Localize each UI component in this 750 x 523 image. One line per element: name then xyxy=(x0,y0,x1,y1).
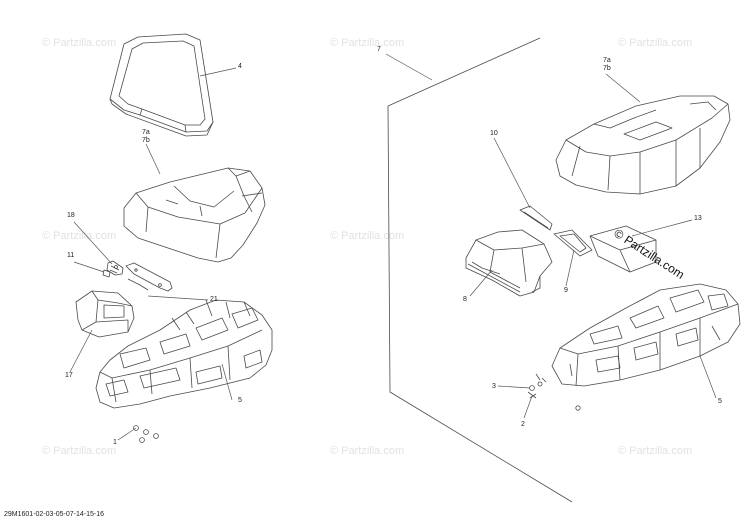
foam-block-13 xyxy=(589,225,657,273)
screw-11 xyxy=(102,269,111,278)
callout-7: 7 xyxy=(377,46,381,53)
watermark: © Partzilla.com xyxy=(42,37,117,49)
callout-17: 17 xyxy=(65,372,73,379)
callout-10: 10 xyxy=(490,130,498,137)
callout-7b-right: 7b xyxy=(603,65,611,72)
callout-7a-left: 7a xyxy=(142,129,150,136)
leader-11 xyxy=(73,261,105,273)
callout-11: 11 xyxy=(67,252,75,259)
leader-7-right xyxy=(605,73,641,103)
storage-tray xyxy=(75,290,135,338)
watermark: © Partzilla.com xyxy=(618,37,693,49)
seat-base-left xyxy=(95,299,273,409)
leader-9 xyxy=(565,249,575,287)
plate-9 xyxy=(553,229,593,257)
leader-13 xyxy=(631,219,693,237)
callout-3: 3 xyxy=(492,383,496,390)
leader-5-left xyxy=(221,363,233,401)
watermark: © Partzilla.com xyxy=(42,230,117,242)
nuts-1 xyxy=(133,425,159,443)
callout-21: 21 xyxy=(210,296,218,303)
leader-18 xyxy=(73,221,113,265)
leader-7 xyxy=(385,53,433,81)
storage-bin-8 xyxy=(465,229,553,297)
figure-code: 29M1601-02-03-05-07-14-15-16 xyxy=(4,511,105,518)
callout-8: 8 xyxy=(463,296,467,303)
watermark: © Partzilla.com xyxy=(330,230,405,242)
callout-4: 4 xyxy=(238,63,242,70)
leader-17 xyxy=(69,329,93,373)
leader-4 xyxy=(199,67,237,77)
backrest-frame xyxy=(109,33,214,137)
hardware-2-3 xyxy=(527,373,581,411)
callout-18: 18 xyxy=(67,212,75,219)
passenger-seat-cushion xyxy=(123,167,266,263)
leader-2 xyxy=(523,395,533,419)
leader-8 xyxy=(469,269,493,297)
callout-13: 13 xyxy=(694,215,702,222)
callout-7b-left: 7b xyxy=(142,137,150,144)
leader-10 xyxy=(493,137,531,209)
latch-bracket xyxy=(125,262,173,292)
driver-seat-cushion xyxy=(555,95,731,195)
section-frame-7 xyxy=(387,37,573,503)
leader-3 xyxy=(497,385,531,389)
callout-2: 2 xyxy=(521,421,525,428)
callout-9: 9 xyxy=(564,287,568,294)
leader-5-right xyxy=(699,355,717,399)
strap-10 xyxy=(519,205,553,231)
seat-base-right xyxy=(551,283,741,387)
watermark: © Partzilla.com xyxy=(42,445,117,457)
watermark: © Partzilla.com xyxy=(618,445,693,457)
watermark: © Partzilla.com xyxy=(330,37,405,49)
leader-7-left xyxy=(145,143,161,175)
callout-5-left: 5 xyxy=(238,397,242,404)
leader-21 xyxy=(147,295,209,301)
leader-1 xyxy=(117,427,137,441)
callout-5-right: 5 xyxy=(718,398,722,405)
callout-7a-right: 7a xyxy=(603,57,611,64)
callout-1: 1 xyxy=(113,439,117,446)
watermark: © Partzilla.com xyxy=(330,445,405,457)
latch-assembly xyxy=(106,260,124,276)
